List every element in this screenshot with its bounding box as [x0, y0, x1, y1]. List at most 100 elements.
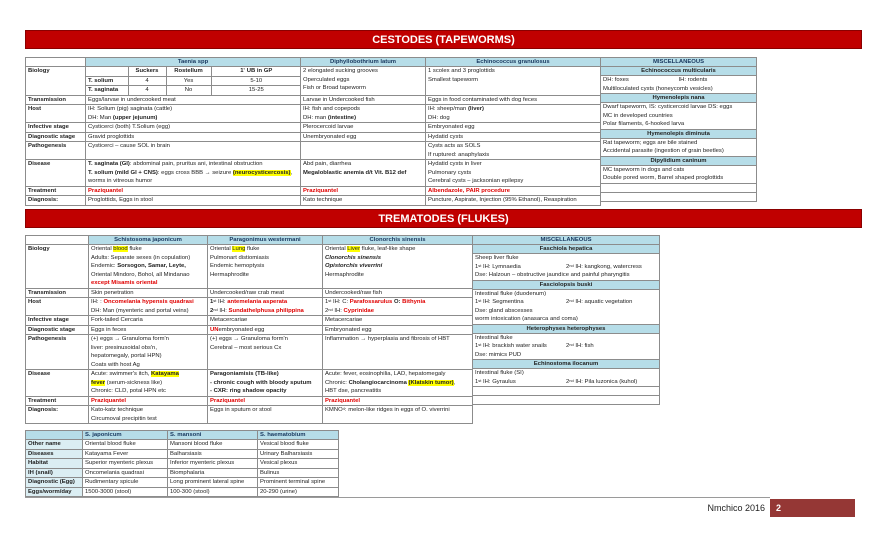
cell-text: st	[213, 298, 217, 304]
row-label: Transmission	[25, 94, 86, 105]
cell-text: Biomphalaria	[170, 469, 205, 476]
text-line: Balharsiasis	[170, 450, 255, 458]
text-line: Skin penetration	[91, 289, 205, 297]
text-line: Cysticerci (both) T.Solium (egg)	[88, 123, 298, 131]
cell-text: Vesical plexus	[260, 460, 298, 466]
text-line: DH: man (intestine)	[303, 114, 423, 122]
text-line: Oncomelania quadrasi	[85, 469, 165, 477]
cell-text: 5-10	[250, 77, 263, 84]
subtable-cell: T. saginata	[86, 85, 129, 95]
text-line: Cysts acts as SOLS	[428, 143, 598, 151]
text-line: Hermaphrodite	[210, 271, 320, 280]
text-line: Megaloblastic anemia d/t Vit. B12 def	[303, 169, 423, 178]
cell-text: IH: Pila luzonica (kuhol)	[573, 378, 638, 385]
misc-section-cell: Dwarf tapeworm, IS: cysticercoid larvae …	[600, 102, 757, 130]
row-label-text: Pathogenesis	[28, 336, 67, 342]
page-number: 2	[770, 499, 855, 517]
subtable-cell: Rostellum	[165, 67, 212, 77]
row-label: Treatment	[25, 185, 86, 196]
subtable-cell: T. solium	[86, 76, 129, 86]
cell-text: (+) eggs → Granuloma form'n	[91, 336, 169, 342]
cell-text: 20-290 (urine)	[260, 488, 298, 495]
cell-text: DH: Man (myenteric and portal veins)	[91, 307, 189, 314]
cell-text: DH: man	[303, 114, 328, 121]
text-line: Larvae in Undercooked fish	[303, 96, 423, 104]
cell-text: Chronic: CLD, potal HPN etc	[91, 388, 166, 394]
misc-section-name: Hymenolepis nana	[600, 93, 757, 103]
row-label-text: Diagnostic stage	[28, 133, 76, 140]
text-line: (+) eggs → Granuloma form'n	[210, 336, 320, 344]
table-cell: Rudimentary spicule	[82, 477, 168, 488]
row-label: Pathogenesis	[25, 334, 89, 370]
blank-row	[472, 386, 660, 396]
table-cell: Embryonated egg	[425, 122, 601, 133]
text-line: Abd pain, diarrhea	[303, 160, 423, 168]
table-cell: Bulinus	[257, 467, 339, 478]
subtable-cell: 1° UB in GP	[210, 67, 300, 77]
table-cell: Metacercariae	[207, 315, 323, 326]
subtable-cell: Suckers	[127, 67, 167, 77]
text-line: Paragoniamisis (TB-like)	[210, 370, 320, 378]
misc-section-header: Fasciolopsis buski	[472, 279, 660, 290]
text-line: Gravid proglottids	[88, 133, 298, 141]
cell-text: 100-300 (stool)	[170, 488, 210, 495]
table-cell: Praziquantel	[88, 395, 208, 406]
cell-text: Vesical blood fluke	[260, 441, 309, 447]
text-line: Acute: fever, eosinophilia, LAD, hepatom…	[325, 370, 470, 378]
text-line: No	[169, 86, 209, 94]
emphasis-text: Praziquantel	[91, 397, 127, 404]
cell-text: IH:	[216, 299, 228, 305]
text-line: Intestinal fluke	[475, 334, 657, 342]
cell-text: Accidental parasite (ingestion of grain …	[603, 148, 724, 154]
text-line: Dwarf tapeworm, IS: cysticercoid larvae …	[603, 103, 754, 111]
text-line: If ruptured: anaphylaxis	[428, 151, 598, 159]
table-cell: Metacercariae	[322, 315, 473, 326]
subtable-cell: 15-25	[210, 85, 300, 95]
row-label: Habitat	[25, 458, 83, 469]
table-cell: IH: Solium (pig) saginata (cattle)DH: Ma…	[85, 104, 301, 123]
row-label: Diagnostic stage	[25, 324, 89, 335]
row-label-text: Diagnostic stage	[28, 326, 76, 333]
table-cell: Proglottids, Eggs in stool	[85, 195, 301, 206]
text-line: 1st IH: C: Parafossarulus O: Bithynia	[325, 299, 470, 307]
text-line: Embryonated egg	[325, 326, 470, 334]
text-line: MC in developed countries	[603, 112, 754, 121]
text-line: - CXR: ring shadow opacity	[210, 387, 320, 395]
misc-section-header: Hymenolepis nana	[600, 93, 757, 103]
text-line: IH: sheep/man (liver)	[428, 106, 598, 114]
table-cell: Long prominent lateral spine	[167, 477, 258, 488]
header-row: MISCELLANEOUS	[600, 57, 757, 67]
misc-section-name: Fasciolopsis buski	[472, 279, 660, 290]
text-line: Suckers	[131, 67, 164, 75]
cell-text: IH: Segmentina	[481, 299, 524, 305]
cell-text: Megaloblastic anemia d/t Vit. B12 def	[303, 169, 407, 176]
row-label: Infective stage	[25, 122, 86, 133]
text-line: Cerebral – most serious Cx	[210, 344, 320, 353]
row-label-text: Biology	[28, 246, 50, 252]
emphasis-text: Praziquantel	[88, 187, 124, 194]
text-line: Adults: Separate sexes (in copulation)	[91, 254, 205, 263]
cell-text: T. saginata (GI)	[88, 161, 130, 167]
highlighted-text: Liver	[347, 246, 361, 252]
table-cell: Oriental blood fluke	[82, 439, 168, 450]
text-line: Undercooked/raw fish	[325, 289, 470, 297]
table-cell: Plerocercoid larvae	[300, 122, 426, 133]
subtable-cell: 4	[127, 85, 167, 95]
text-line: 20-290 (urine)	[260, 488, 336, 496]
text-line: Host	[28, 106, 83, 114]
cell-text: Eggs/larvae in undercooked meat	[88, 96, 176, 103]
